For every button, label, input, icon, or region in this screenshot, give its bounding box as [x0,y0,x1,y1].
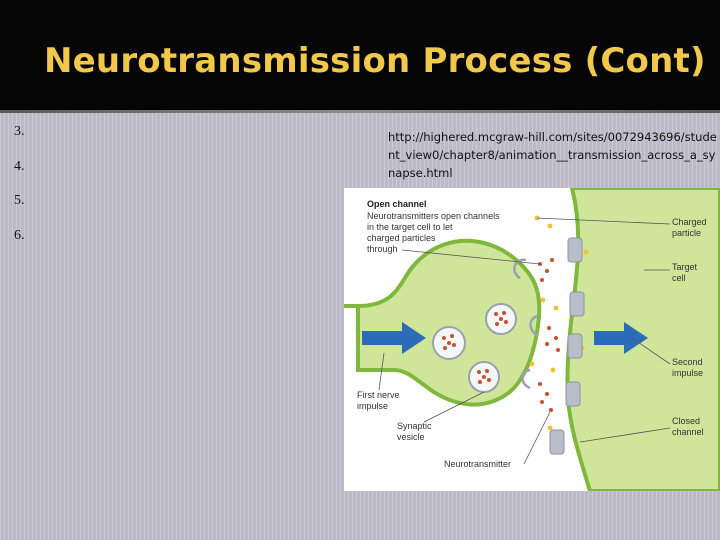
diagram-desc-line-3: charged particles [367,233,436,243]
label-synaptic-vesicle-2: vesicle [397,432,425,442]
label-target-cell-2: cell [672,273,686,283]
label-second-impulse-1: Second [672,357,703,367]
diagram-heading: Open channel [367,199,427,209]
first-impulse-arrow [362,322,426,354]
slide-title: Neurotransmission Process (Cont) [44,41,706,81]
label-first-impulse-1: First nerve [357,390,400,400]
title-bar: Neurotransmission Process (Cont) [0,0,720,113]
label-target-cell-1: Target [672,262,698,272]
neurotransmitter-release [538,258,560,412]
label-first-impulse-2: impulse [357,401,388,411]
label-neurotransmitter: Neurotransmitter [444,459,511,469]
synaptic-vesicles [432,303,517,393]
list-item-3: 3. [14,124,25,139]
label-charged-particle-1: Charged [672,217,707,227]
diagram-desc-line-1: Neurotransmitters open channels [367,211,500,221]
list-item-6: 6. [14,227,25,243]
list-item-5: 5. [14,193,25,208]
label-closed-channel-1: Closed [672,416,700,426]
ion-channels [549,237,585,455]
list-item-4: 4. [14,158,25,174]
label-second-impulse-2: impulse [672,368,703,378]
label-synaptic-vesicle-1: Synaptic [397,421,432,431]
docking-vesicle [513,258,527,280]
docking-vesicle [521,368,531,390]
label-closed-channel-2: channel [672,427,704,437]
synapse-svg: Open channel Neurotransmitters open chan… [344,188,720,491]
numbered-list: 3. 4. 5. 6. [14,124,25,262]
diagram-desc-line-2: in the target cell to let [367,222,453,232]
label-charged-particle-2: particle [672,228,701,238]
diagram-desc-line-4: through [367,244,398,254]
docking-vesicle [529,314,539,338]
synapse-diagram: Open channel Neurotransmitters open chan… [344,188,720,491]
animation-link[interactable]: http://highered.mcgraw-hill.com/sites/00… [388,130,717,180]
second-impulse-arrow [594,322,648,354]
